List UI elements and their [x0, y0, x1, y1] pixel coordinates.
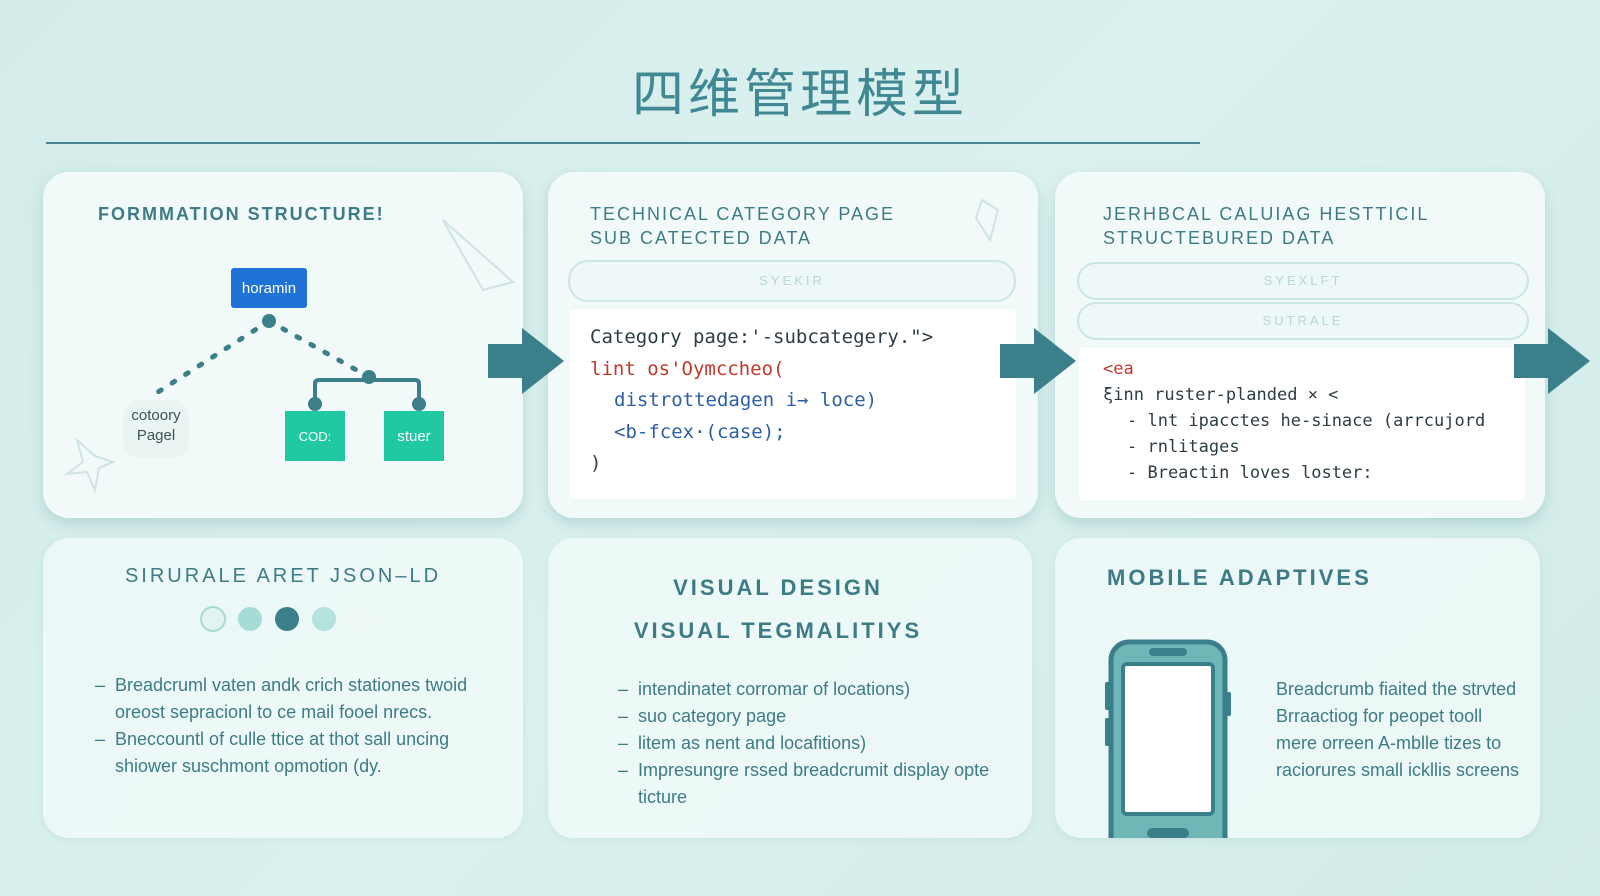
arrow-right-icon — [1514, 328, 1590, 394]
arrow-right-icon — [488, 328, 564, 394]
bullet-list: Breadcruml vaten andk crich stationes tw… — [95, 672, 505, 780]
step-dot — [312, 607, 336, 631]
junction-dot — [308, 397, 322, 411]
card-heading: JERHBCAL CALUIAG HESTTICIL STRUCTEBURED … — [1103, 204, 1430, 248]
connector-left — [152, 318, 272, 397]
card-technical-category: TECHNICAL CATEGORY PAGE SUB CATECTED DAT… — [548, 172, 1038, 518]
list-item: Bneccountl of culle ttice at thot sall u… — [95, 726, 505, 780]
card-json-ld: SIRURALE ARET JSON–LD Breadcruml vaten a… — [43, 538, 523, 838]
page-title: 四维管理模型 — [631, 65, 968, 125]
list-item: intendinatet corromar of locations) — [618, 676, 1008, 703]
step-dot-active — [275, 607, 299, 631]
step-dots — [200, 606, 372, 632]
code-line: - Breactin loves loster: — [1127, 463, 1373, 483]
step-dot — [200, 606, 226, 632]
child-node-a: COD: — [285, 411, 345, 461]
left-node: cotoory Pagel — [123, 400, 189, 458]
code-block: Category page:'-subcategery."> lint os'Oy… — [570, 310, 1016, 498]
deco-triangle — [442, 219, 516, 292]
code-line: <b-fcex·(case); — [614, 420, 786, 443]
bullet-list: intendinatet corromar of locations) suo … — [618, 676, 1008, 811]
code-line: ξinn ruster-planded × < — [1103, 385, 1339, 405]
code-line: distrottedagen i→ loce) — [614, 389, 878, 411]
arrow-right-icon — [1000, 328, 1076, 394]
code-block: <ea ξinn ruster-planded × < - lnt ipacctes… — [1079, 348, 1525, 500]
search-pill[interactable]: SYEKIR — [568, 260, 1016, 302]
root-node: horamin — [231, 268, 307, 308]
filter-pill-a[interactable]: SYEXLFT — [1077, 262, 1529, 300]
step-dot — [348, 607, 372, 631]
description-text: Breadcrumb fiaited the strvted Brraactio… — [1276, 679, 1520, 780]
connector-right — [266, 318, 372, 380]
list-item: litem as nent and locafitions) — [618, 730, 1008, 757]
tree-diagram — [63, 219, 516, 494]
code-line: - rnlitages — [1127, 437, 1240, 457]
card-heading: SIRURALE ARET JSON–LD — [124, 565, 442, 587]
junction-dot — [262, 314, 276, 328]
list-item: Breadcruml vaten andk crich stationes tw… — [95, 672, 505, 726]
code-line: <ea — [1103, 359, 1134, 379]
filter-pill-b[interactable]: SUTRALE — [1077, 302, 1529, 340]
card-heading: MOBILE ADAPTIVES — [1107, 565, 1372, 590]
card-heading: TECHNICAL CATEGORY PAGE SUB CATECTED DAT… — [590, 204, 896, 248]
card-heading: FORMMATION STRUCTURE! — [98, 204, 385, 224]
title-divider — [46, 142, 1200, 144]
code-line: Category page:'-subcategery."> — [590, 326, 934, 348]
card-hierarchical-data: JERHBCAL CALUIAG HESTTICIL STRUCTEBURED … — [1055, 172, 1545, 518]
code-line: - lnt ipacctes he-sinace (arrcujord — [1127, 411, 1486, 431]
code-line: lint os'Oymccheo( — [590, 357, 785, 380]
junction-dot — [412, 397, 426, 411]
list-item: suo category page — [618, 703, 1008, 730]
card-mobile-adaptives: MOBILE ADAPTIVES Breadcrumb fiaited the … — [1055, 538, 1540, 838]
card-visual-design: VISUAL DESIGN VISUAL TEGMALITIYS intendi… — [548, 538, 1032, 838]
deco-diamond — [974, 198, 1000, 243]
card-heading: VISUAL DESIGN VISUAL TEGMALITIYS — [633, 575, 923, 643]
deco-star — [63, 437, 116, 494]
step-dot — [238, 607, 262, 631]
code-line: ) — [590, 452, 602, 474]
child-node-b: stuer — [384, 411, 444, 461]
smartphone-icon — [1105, 639, 1231, 838]
list-item: Impresungre rssed breadcrumit display op… — [618, 757, 1008, 811]
card-formation-structure: FORMMATION STRUCTURE! horamin cotoory Pa… — [43, 172, 523, 518]
